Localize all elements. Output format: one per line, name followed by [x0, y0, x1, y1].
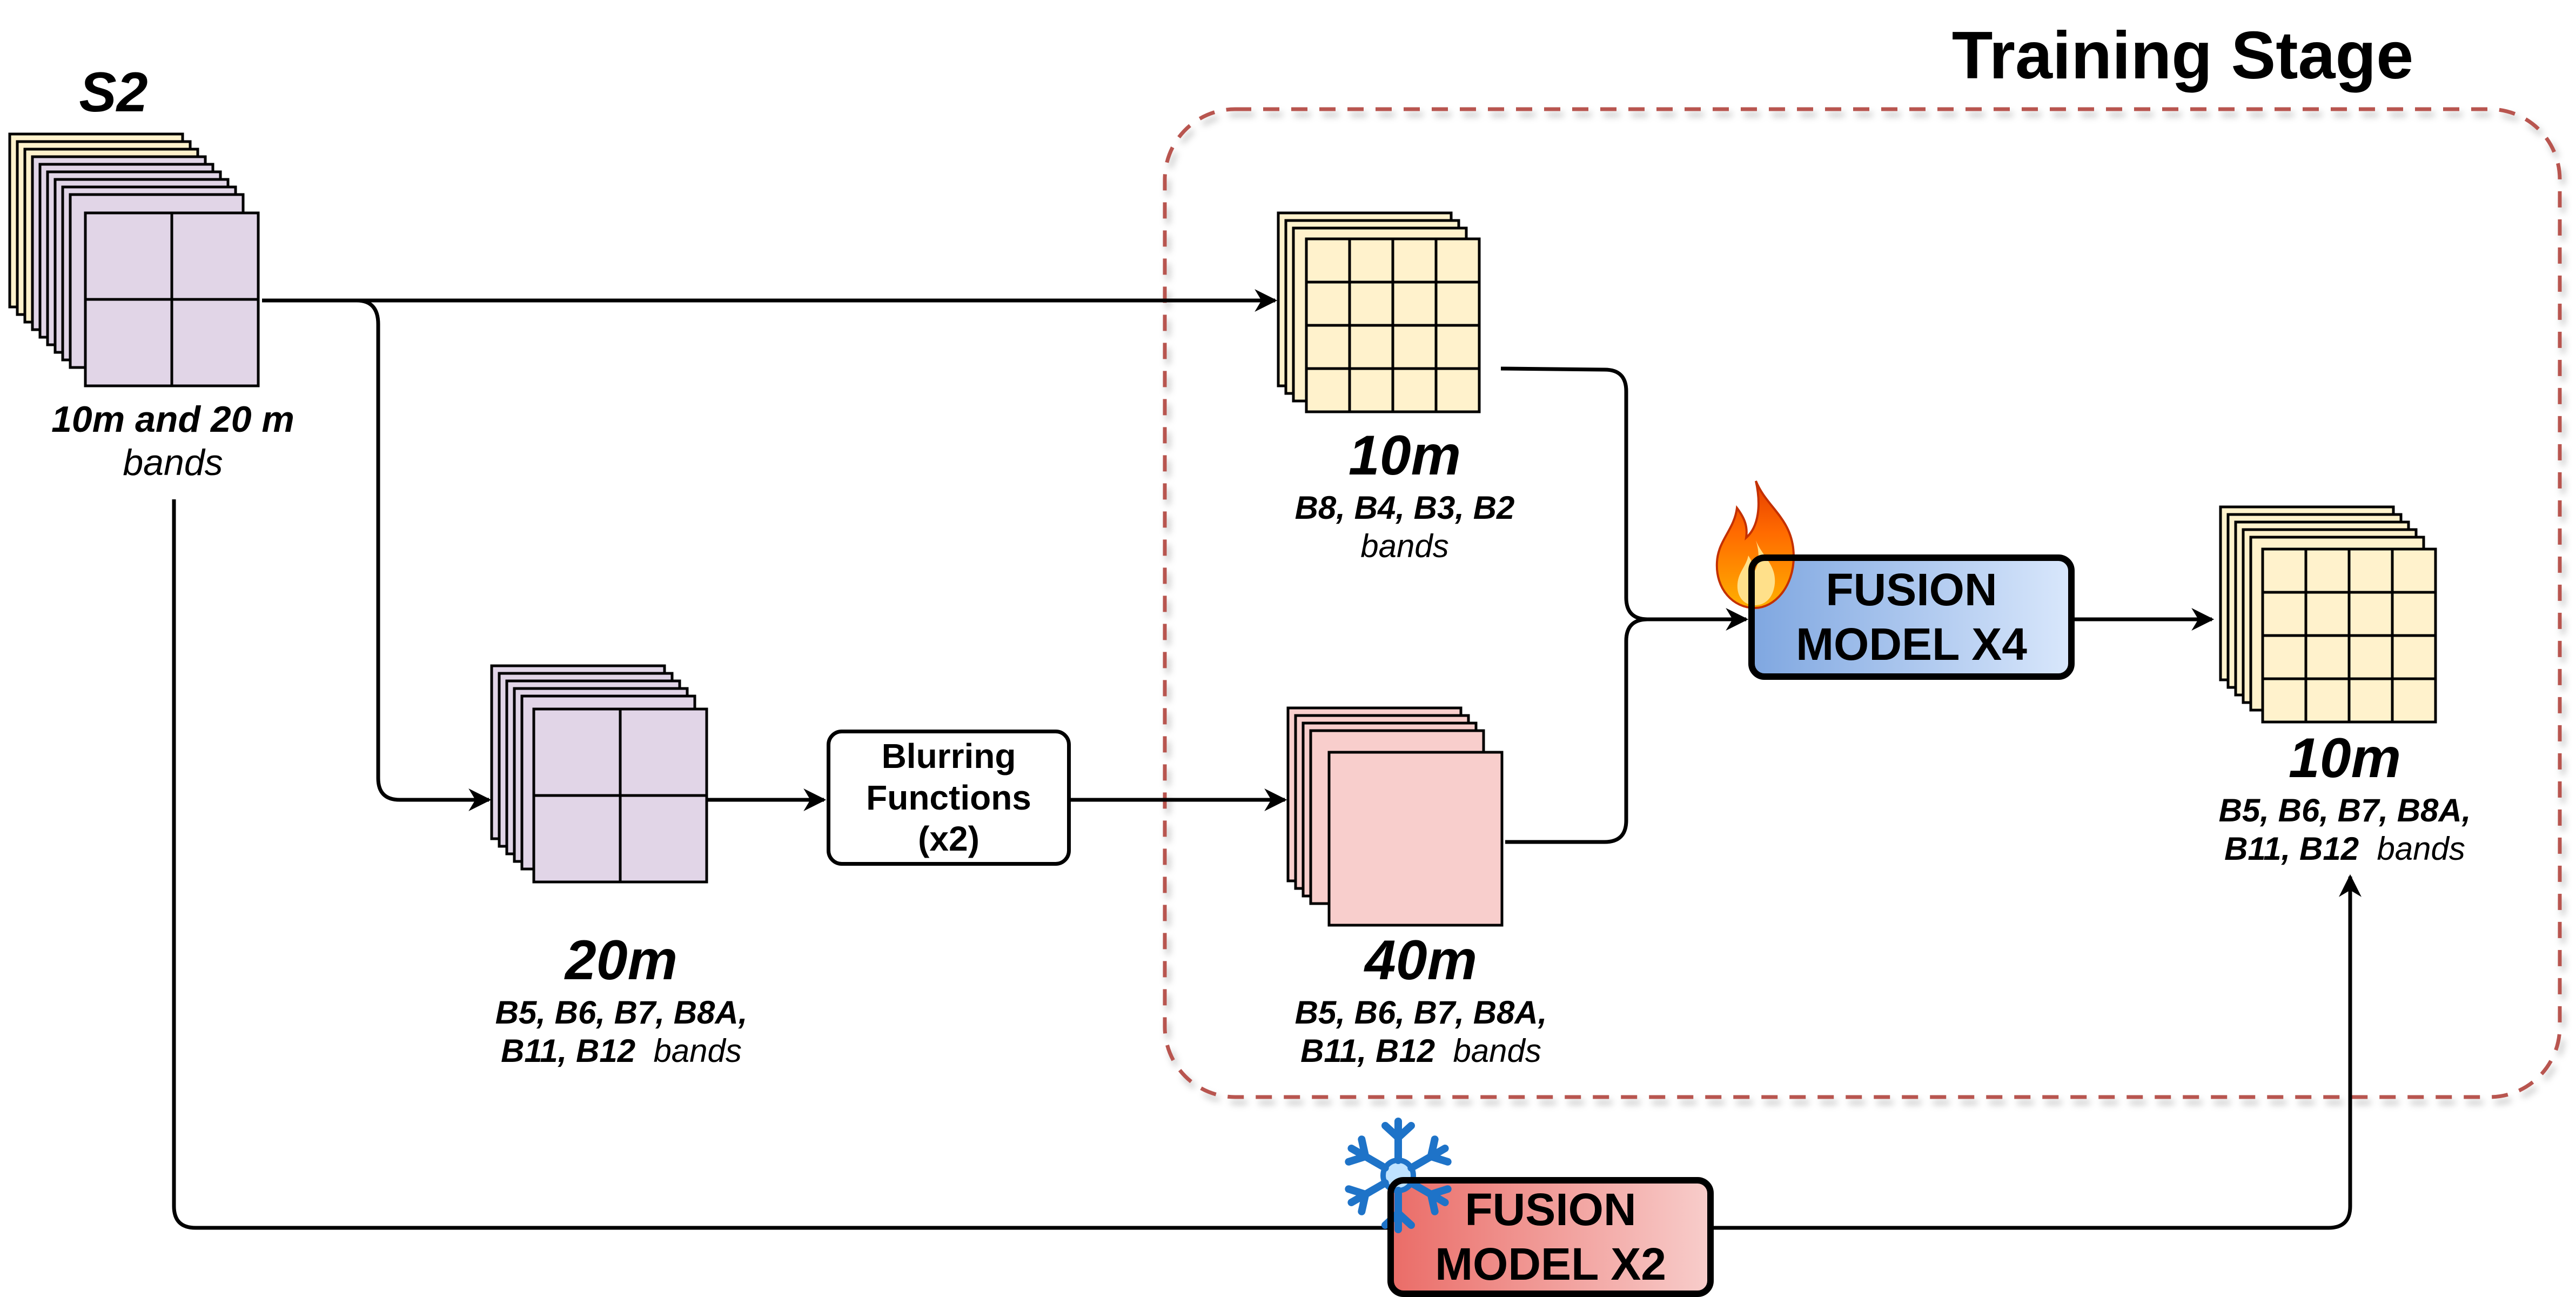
stack-40m-resolution: 40m [1364, 929, 1478, 992]
output-bands-line2: B11, B12 [2224, 830, 2359, 867]
stack-40m-bands-line2: B11, B12 [1300, 1032, 1435, 1069]
arrow-source-to-20m [356, 298, 492, 811]
arrow-fusion-x2-to-output [1714, 874, 2362, 1230]
stack-10m-input [1277, 211, 1481, 413]
stack-40m-bands-word: bands [1453, 1032, 1541, 1069]
arrow-10m-to-fusion-x4 [1500, 366, 1749, 631]
training-stage-region [1163, 107, 2562, 1099]
blurring-line3: (x2) [918, 819, 980, 859]
fusion-model-x4-box: FUSION MODEL X4 [1748, 554, 2075, 680]
connectors [172, 289, 2362, 1230]
stack-10m-input-bands-line1: B8, B4, B3, B2 [1294, 489, 1515, 526]
fusion-model-x2-box: FUSION MODEL X2 [1387, 1177, 1714, 1297]
fire-icon [1715, 480, 1795, 610]
source-caption-bands: bands [123, 442, 223, 484]
blurring-functions-box: Blurring Functions (x2) [827, 730, 1071, 866]
training-stage-title: Training Stage [1951, 18, 2414, 93]
arrow-source-to-fusion-x2 [172, 499, 1387, 1230]
stack-20m-bands-word: bands [653, 1032, 742, 1069]
stack-10m-input-resolution: 10m [1348, 424, 1461, 487]
stack-40m-caption: 40m B5, B6, B7, B8A, B11, B12 bands [1237, 927, 1605, 1070]
stack-10m-input-bands-word: bands [1360, 527, 1449, 564]
stack-output-10m [2219, 505, 2437, 724]
stack-40m [1286, 706, 1504, 927]
stack-20m [490, 664, 708, 884]
output-caption: 10m B5, B6, B7, B8A, B11, B12 bands [2161, 725, 2528, 868]
output-bands-line1: B5, B6, B7, B8A, [2218, 792, 2471, 828]
stack-10m-input-caption: 10m B8, B4, B3, B2 bands [1221, 423, 1588, 565]
source-s2-stack [8, 132, 260, 387]
fusion-x2-line1: FUSION [1465, 1184, 1636, 1235]
fusion-x2-line2: MODEL X2 [1435, 1239, 1666, 1289]
fusion-x4-fill [1748, 554, 2075, 680]
stack-20m-bands-line2: B11, B12 [501, 1032, 636, 1069]
stack-40m-bands-line1: B5, B6, B7, B8A, [1294, 994, 1547, 1031]
stack-20m-caption: 20m B5, B6, B7, B8A, B11, B12 bands [438, 927, 805, 1070]
fusion-x4-line1: FUSION [1826, 564, 1997, 616]
source-caption-resolution: 10m and 20 m [51, 399, 294, 440]
stack-20m-bands-line1: B5, B6, B7, B8A, [495, 994, 748, 1031]
fusion-x2-fill [1387, 1177, 1714, 1293]
source-caption: 10m and 20 m bands [22, 398, 324, 484]
output-bands-word: bands [2377, 830, 2465, 867]
output-resolution: 10m [2288, 727, 2401, 790]
stack-20m-resolution: 20m [565, 929, 678, 992]
fusion-x4-line2: MODEL X4 [1796, 619, 2027, 670]
blurring-line2: Functions [866, 778, 1031, 817]
arrow-40m-to-fusion-x4 [1505, 617, 1648, 844]
blurring-line1: Blurring [881, 736, 1016, 775]
source-label: S2 [79, 61, 148, 124]
